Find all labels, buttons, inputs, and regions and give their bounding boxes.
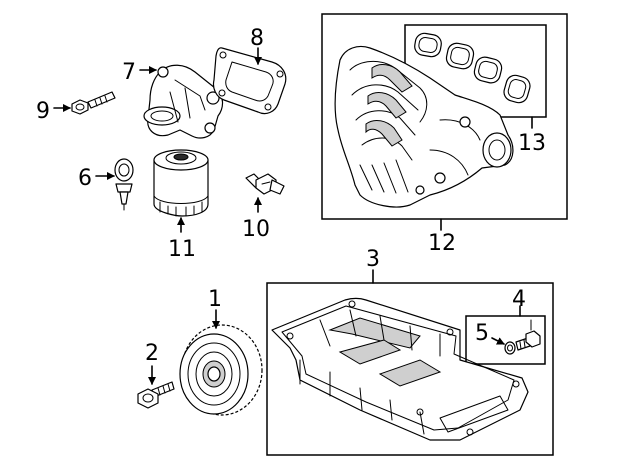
- callout-4: 4: [512, 287, 526, 312]
- intake-gasket-set: [414, 32, 531, 104]
- callout-11: 11: [168, 237, 196, 262]
- leader-5: [491, 337, 505, 345]
- oil-filter-adapter: [143, 64, 224, 139]
- drain-plug: [515, 330, 541, 351]
- callout-7: 7: [122, 60, 136, 85]
- callout-2: 2: [145, 341, 159, 366]
- oil-pan: [271, 297, 529, 441]
- oil-filter: [153, 149, 209, 217]
- drain-plug-box: [465, 315, 546, 365]
- callout-6: 6: [78, 166, 92, 191]
- callout-8: 8: [250, 26, 264, 51]
- callout-10: 10: [242, 217, 270, 242]
- crankshaft-pulley: [179, 324, 263, 416]
- adapter-bolt: [71, 91, 116, 115]
- oil-level-sensor: [245, 173, 285, 195]
- callout-12: 12: [428, 231, 456, 256]
- drain-plug-washer: [504, 341, 516, 355]
- adapter-gasket: [212, 47, 287, 115]
- intake-manifold: [334, 45, 514, 208]
- callout-3: 3: [366, 247, 380, 272]
- oil-pan-group-box: [266, 282, 554, 456]
- pulley-bolt: [137, 381, 175, 409]
- oil-pressure-switch: [114, 158, 134, 211]
- callout-1: 1: [208, 287, 222, 312]
- manifold-group-box: [321, 13, 568, 220]
- callout-5: 5: [475, 321, 489, 346]
- callout-9: 9: [36, 99, 50, 124]
- callout-13: 13: [518, 131, 546, 156]
